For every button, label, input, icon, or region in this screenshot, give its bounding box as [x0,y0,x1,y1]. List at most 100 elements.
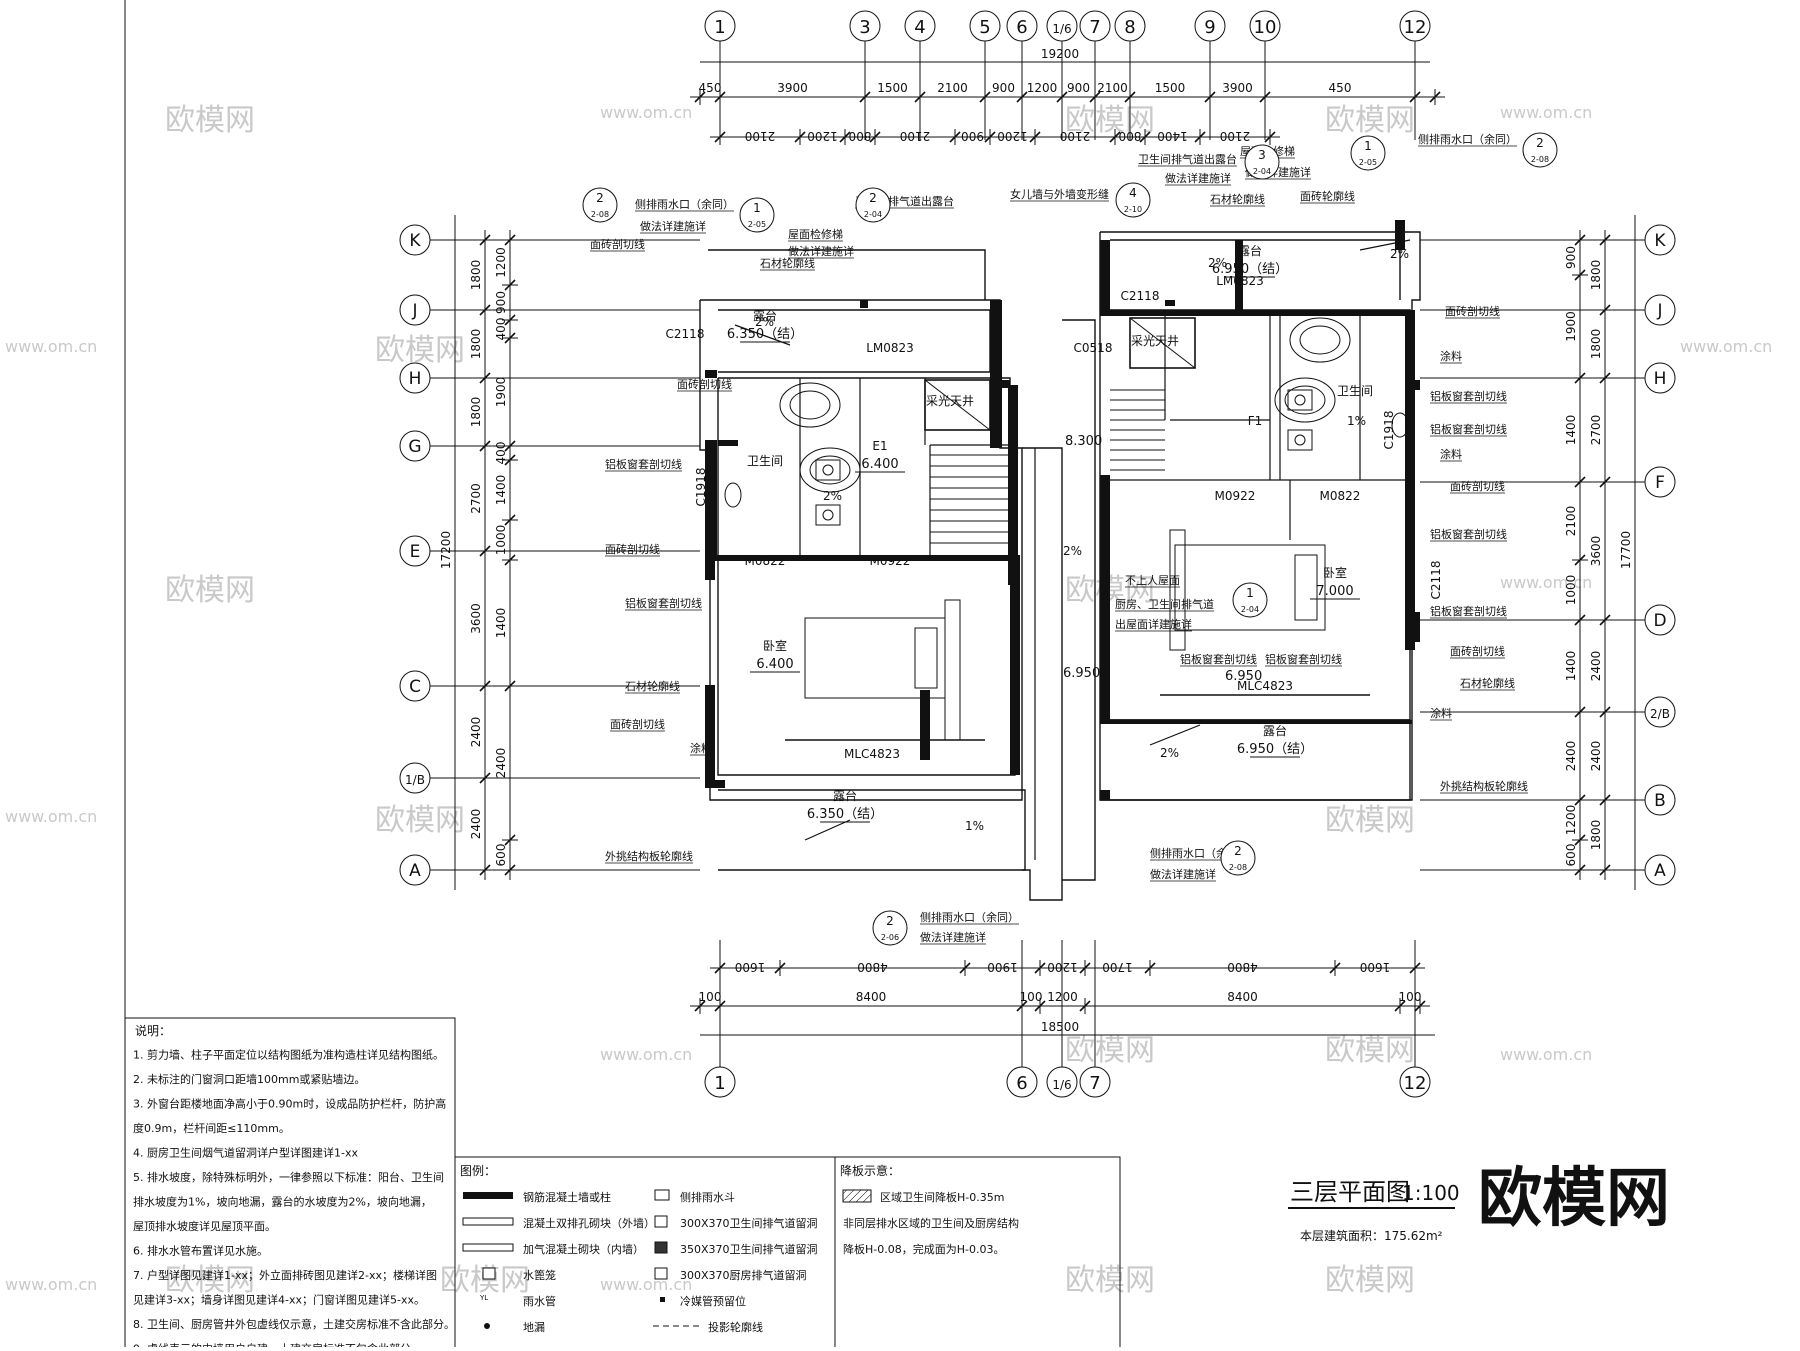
watermark-brand: 欧模网 [375,333,465,368]
watermark-brand: 欧模网 [165,103,255,138]
legend-right-label: 投影轮廓线 [708,1320,763,1334]
dim-top-row1-text: 1500 [1155,81,1186,95]
watermark-brand: 欧模网 [165,1263,255,1298]
grid-label: 1/B [405,773,425,787]
dim-top-total-text: 19200 [1041,47,1079,61]
wall-segment [718,440,738,446]
wall-segment [1410,612,1420,642]
skylight-box [1129,317,1196,369]
spot-level: 6.950 [1225,669,1262,684]
wall-segment [1100,310,1412,316]
grid-bubble [1644,854,1676,886]
legend-symbol-concrete [463,1192,513,1199]
grid-bubble [1194,10,1226,42]
wall-segment [990,300,1002,448]
room-level: 6.350（结） [727,327,803,342]
dim-top-row2-text: 2100 [745,129,776,143]
notes-item: 见建详3-xx；墙身详图见建详4-xx；门窗详图见建详5-xx。 [133,1293,425,1307]
detail-ref-sheet: 2-04 [864,210,882,219]
dim-top-row1-text: 450 [1329,81,1352,95]
grid-bubble [704,10,736,42]
dim-right-inner-text: 1400 [1564,651,1578,682]
dim-bottom-row1-text: 1900 [987,960,1018,974]
grid-label: 10 [1254,17,1277,38]
dim-right-inner-text: 1200 [1564,805,1578,836]
detail-ref-sheet: 2-04 [1253,167,1271,176]
fixture-layer [724,317,1409,741]
wall-segment [1165,300,1175,306]
room-name: 露台 [1238,243,1262,258]
wall-segment [705,370,717,378]
dim-right-outer-text: 2400 [1589,741,1603,772]
wall-segment [1405,480,1415,650]
dim-left-outer-text: 1800 [469,397,483,428]
plan-outline [1062,319,1096,881]
notes-item: 9. 虚线表示的内墙用户自建，土建交房标准不包含此部分。 [133,1342,422,1348]
grid-label: J [1656,301,1662,321]
annotation-text: 铝板窗套剖切线 [1430,422,1507,436]
dim-top-row1-text: 900 [1067,81,1090,95]
detail-ref-bubble [1350,135,1386,171]
grid-bubble [1114,10,1146,42]
notes-item: 6. 排水水管布置详见水施。 [133,1244,268,1258]
room-level: 7.000 [1316,584,1353,599]
detail-ref-num: 2 [869,191,877,205]
annotation-text: 面砖剖切线 [610,717,665,731]
dim-bottom-total-text: 18500 [1041,1020,1079,1034]
annotation-text: 铝板窗套剖切线 [605,457,682,471]
wall-segment [1410,380,1420,390]
bathtub-inner [1284,385,1326,415]
notes-item: 8. 卫生间、厨房管井外包虚线仅示意，土建交房标准不含此部分。 [133,1317,455,1331]
watermark-brand: 欧模网 [1325,803,1415,838]
plan-outline [717,377,1016,776]
slope-text: 1% [1347,414,1366,428]
room-name: E1 [872,439,887,453]
sink-bowl [1294,394,1306,406]
annotation-text: 侧排雨水口（余同） [635,197,734,211]
detail-ref-bubble [855,187,891,223]
legend-right-label: 侧排雨水斗 [680,1190,735,1204]
legend-left-label: 混凝土双排孔砌块（外墙） [523,1216,655,1230]
opening-code: C2118 [1429,561,1443,600]
wardrobe [944,599,961,741]
slope-text: 2% [1160,746,1179,760]
detail-ref-bubble [739,197,775,233]
opening-code: LM0823 [866,341,914,355]
annotation-text: 厨房、卫生间排气道 [1115,597,1214,611]
drawing-title: 三层平面图 [1290,1178,1410,1206]
slope-arrow [1149,724,1201,746]
dim-right-outer-text: 2700 [1589,415,1603,446]
dim-bottom-row2-text: 8400 [856,990,887,1004]
grid-bubble [1644,294,1676,326]
grid-bubble [1046,10,1078,42]
watermark-brand: 欧模网 [1325,103,1415,138]
legend-symbol-block [462,1217,514,1226]
detail-ref-bubble [1220,840,1256,876]
grid-label: H [1654,369,1667,389]
brand-logo: 欧模网 [1478,1162,1670,1236]
wardrobe [1169,529,1186,651]
legend-symbol-drain [484,1323,490,1329]
sink-fixture [1287,429,1313,451]
wall-segment [1100,475,1110,720]
legend-left-label: 加气混凝土砌块（内墙） [523,1242,644,1256]
legend-symbol-shaft [654,1241,668,1254]
dim-right-total-text: 17700 [1619,531,1633,569]
slope-text: 2% [1063,544,1082,558]
watermark-url: www.om.cn [1500,103,1592,122]
dim-bottom-row1-text: 4800 [1227,960,1258,974]
grid-label: 2/B [1650,707,1670,721]
annotation-text: 女儿墙与外墙变形缝 [1010,187,1109,201]
annotation-text: 做法详建施详 [640,219,706,233]
legend-symbol-shaft [654,1267,668,1280]
floor-drop-line: 区域卫生间降板H-0.35m [880,1190,1004,1204]
wall-segment [1008,385,1018,585]
dim-bottom-row1-text: 1200 [1047,960,1078,974]
grid-bubble [1006,10,1038,42]
detail-ref-sheet: 2-04 [1241,605,1259,614]
dim-left-inner-text: 1400 [494,608,508,639]
grid-label: G [408,437,421,457]
plan-outline [708,249,986,300]
dim-right-outer-text: 3600 [1589,536,1603,567]
detail-ref-bubble [1115,182,1151,218]
